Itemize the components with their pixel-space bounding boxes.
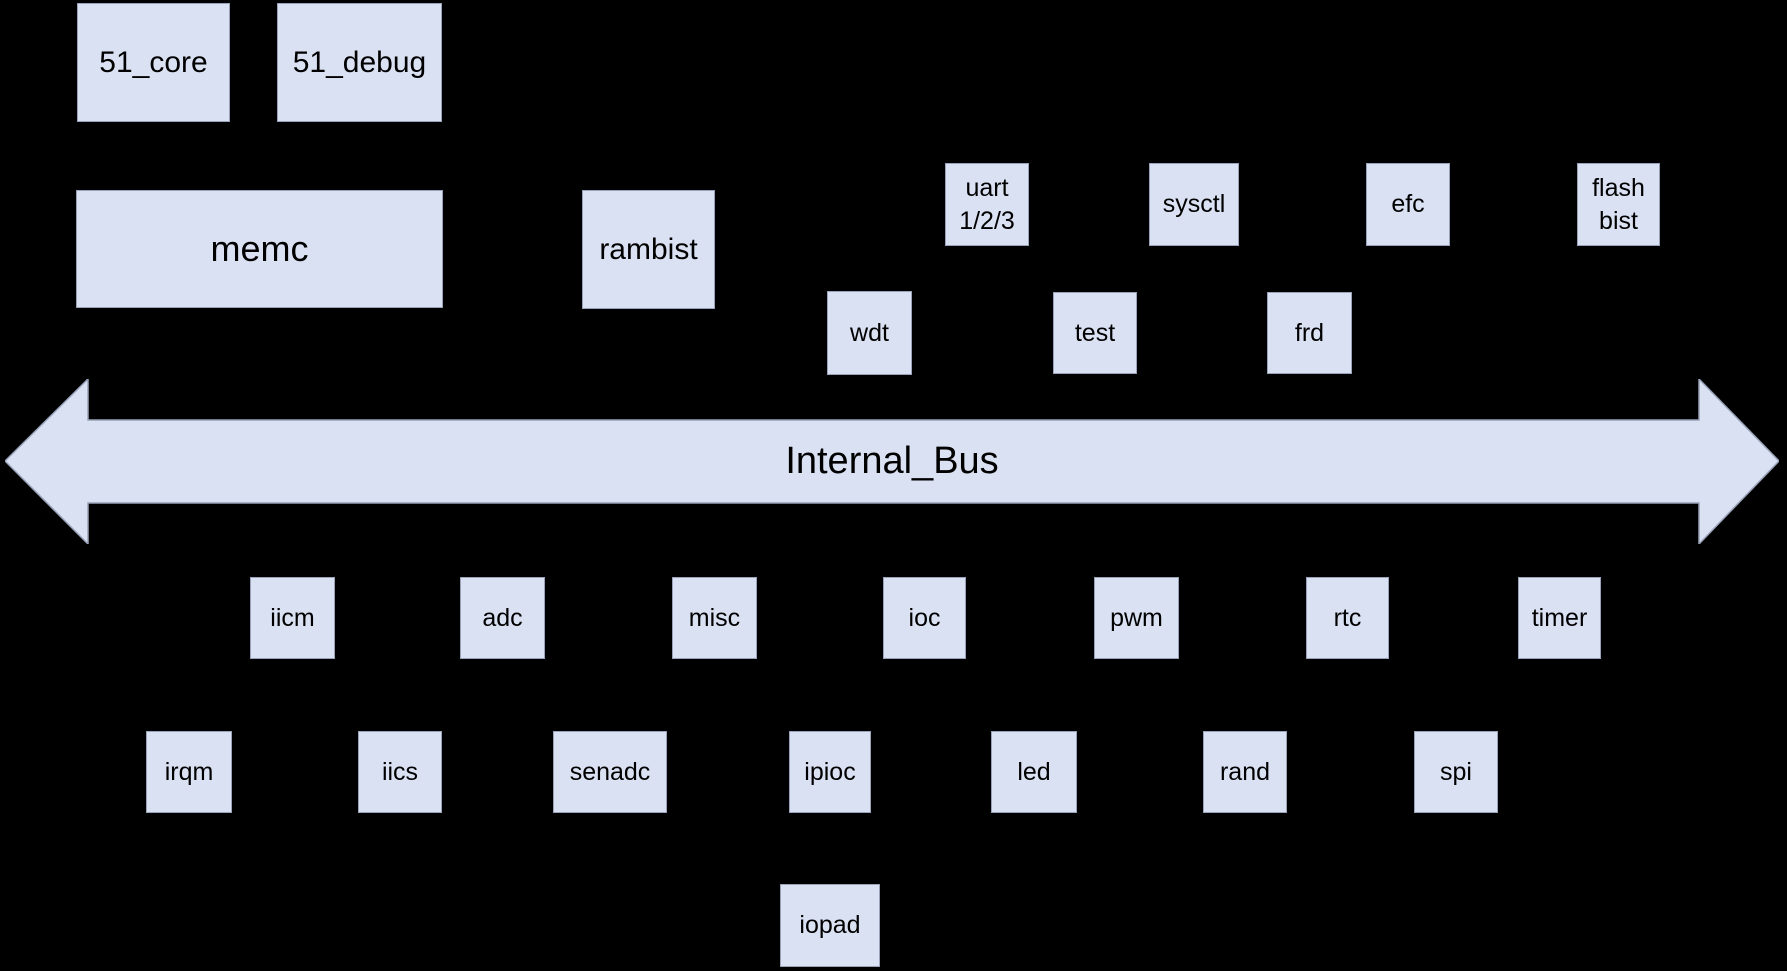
- block-led: led: [991, 731, 1077, 813]
- block-51-core: 51_core: [77, 3, 230, 122]
- internal-bus-arrow: Internal_Bus: [5, 379, 1779, 544]
- internal-bus-shape: [5, 379, 1779, 544]
- block-spi: spi: [1414, 731, 1498, 813]
- block-rambist: rambist: [582, 190, 715, 309]
- block-irqm: irqm: [146, 731, 232, 813]
- block-sysctl: sysctl: [1149, 163, 1239, 246]
- block-test: test: [1053, 292, 1137, 374]
- block-efc: efc: [1366, 163, 1450, 246]
- block-ipioc: ipioc: [789, 731, 871, 813]
- block-51-debug: 51_debug: [277, 3, 442, 122]
- block-memc: memc: [76, 190, 443, 308]
- internal-bus-label: Internal_Bus: [785, 440, 999, 482]
- block-iopad: iopad: [780, 884, 880, 967]
- block-iicm: iicm: [250, 577, 335, 659]
- block-senadc: senadc: [553, 731, 667, 813]
- block-flash-bist: flash bist: [1577, 163, 1660, 246]
- block-wdt: wdt: [827, 291, 912, 375]
- block-misc: misc: [672, 577, 757, 659]
- block-rtc: rtc: [1306, 577, 1389, 659]
- block-iics: iics: [358, 731, 442, 813]
- block-ioc: ioc: [883, 577, 966, 659]
- block-frd: frd: [1267, 292, 1352, 374]
- block-adc: adc: [460, 577, 545, 659]
- block-pwm: pwm: [1094, 577, 1179, 659]
- block-uart-1-2-3: uart 1/2/3: [945, 163, 1029, 246]
- block-timer: timer: [1518, 577, 1601, 659]
- block-rand: rand: [1203, 731, 1287, 813]
